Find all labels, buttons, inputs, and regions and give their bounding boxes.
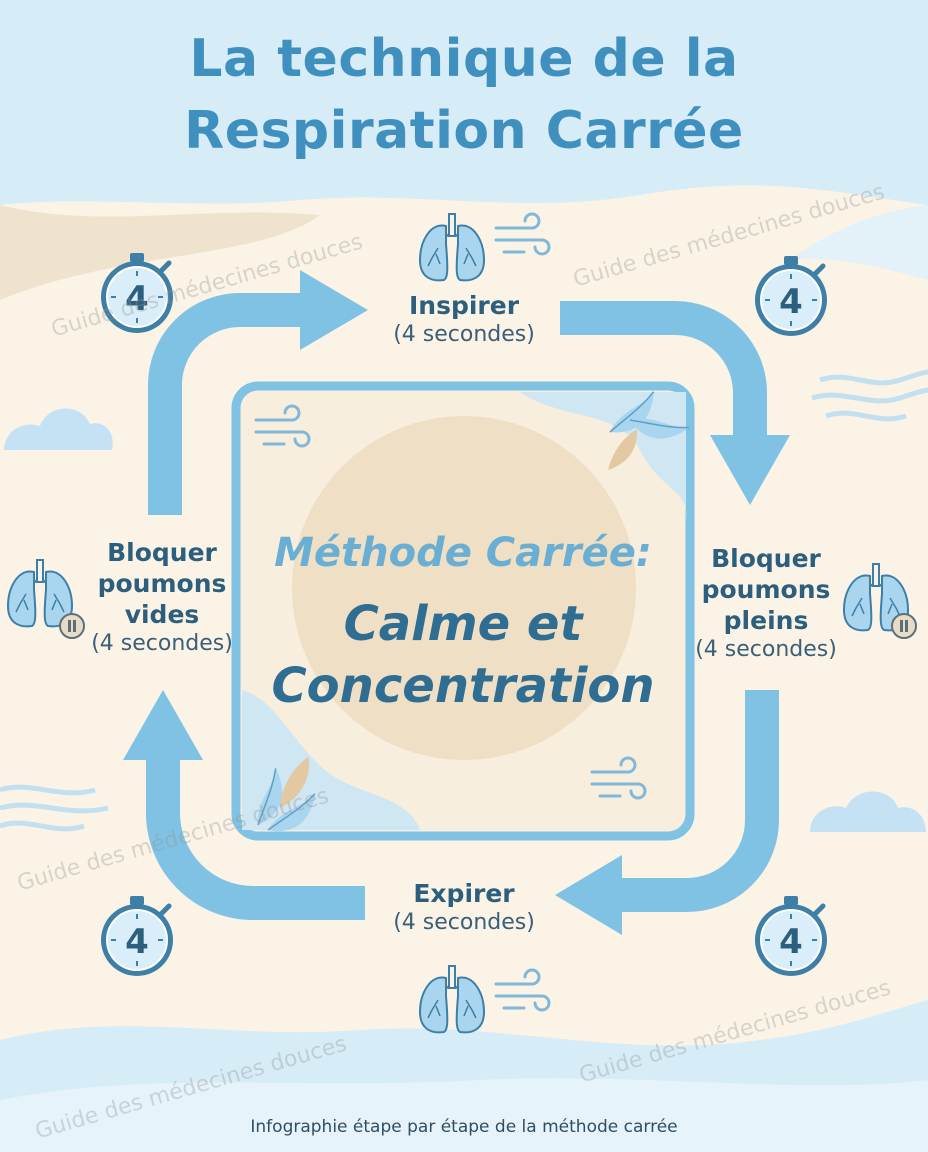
step-hold-empty-name-line: vides xyxy=(124,600,200,629)
step-inhale-duration: (4 secondes) xyxy=(393,322,535,347)
step-hold-full-duration: (4 secondes) xyxy=(695,637,837,662)
step-hold-full-name-line: poumons xyxy=(701,575,831,604)
timer-count: 4 xyxy=(779,922,803,962)
center-subheading-line-1: Calme et xyxy=(343,596,583,652)
step-hold-full-name-line: Bloquer xyxy=(711,544,821,573)
timer-count: 4 xyxy=(779,282,803,322)
center-subheading-line-2: Concentration xyxy=(271,658,655,714)
center-heading: Méthode Carrée: xyxy=(274,530,652,576)
step-hold-empty-name-line: Bloquer xyxy=(107,538,217,567)
page-title-line-2: Respiration Carrée xyxy=(184,101,744,161)
step-inhale-name: Inspirer xyxy=(408,291,520,320)
step-hold-empty: Bloquer poumons vides (4 secondes) xyxy=(72,537,252,657)
step-hold-full: Bloquer poumons pleins (4 secondes) xyxy=(676,543,856,663)
step-exhale-duration: (4 secondes) xyxy=(393,910,535,935)
step-exhale: Expirer (4 secondes) xyxy=(344,878,584,936)
step-exhale-name: Expirer xyxy=(413,879,515,908)
timer-count: 4 xyxy=(125,922,149,962)
step-inhale: Inspirer (4 secondes) xyxy=(344,290,584,348)
step-hold-empty-duration: (4 secondes) xyxy=(91,631,233,656)
step-hold-empty-name-line: poumons xyxy=(97,569,227,598)
step-hold-full-name-line: pleins xyxy=(723,606,809,635)
caption: Infographie étape par étape de la méthod… xyxy=(250,1117,678,1137)
timer-count: 4 xyxy=(125,279,149,319)
page-title-line-1: La technique de la xyxy=(189,29,739,89)
